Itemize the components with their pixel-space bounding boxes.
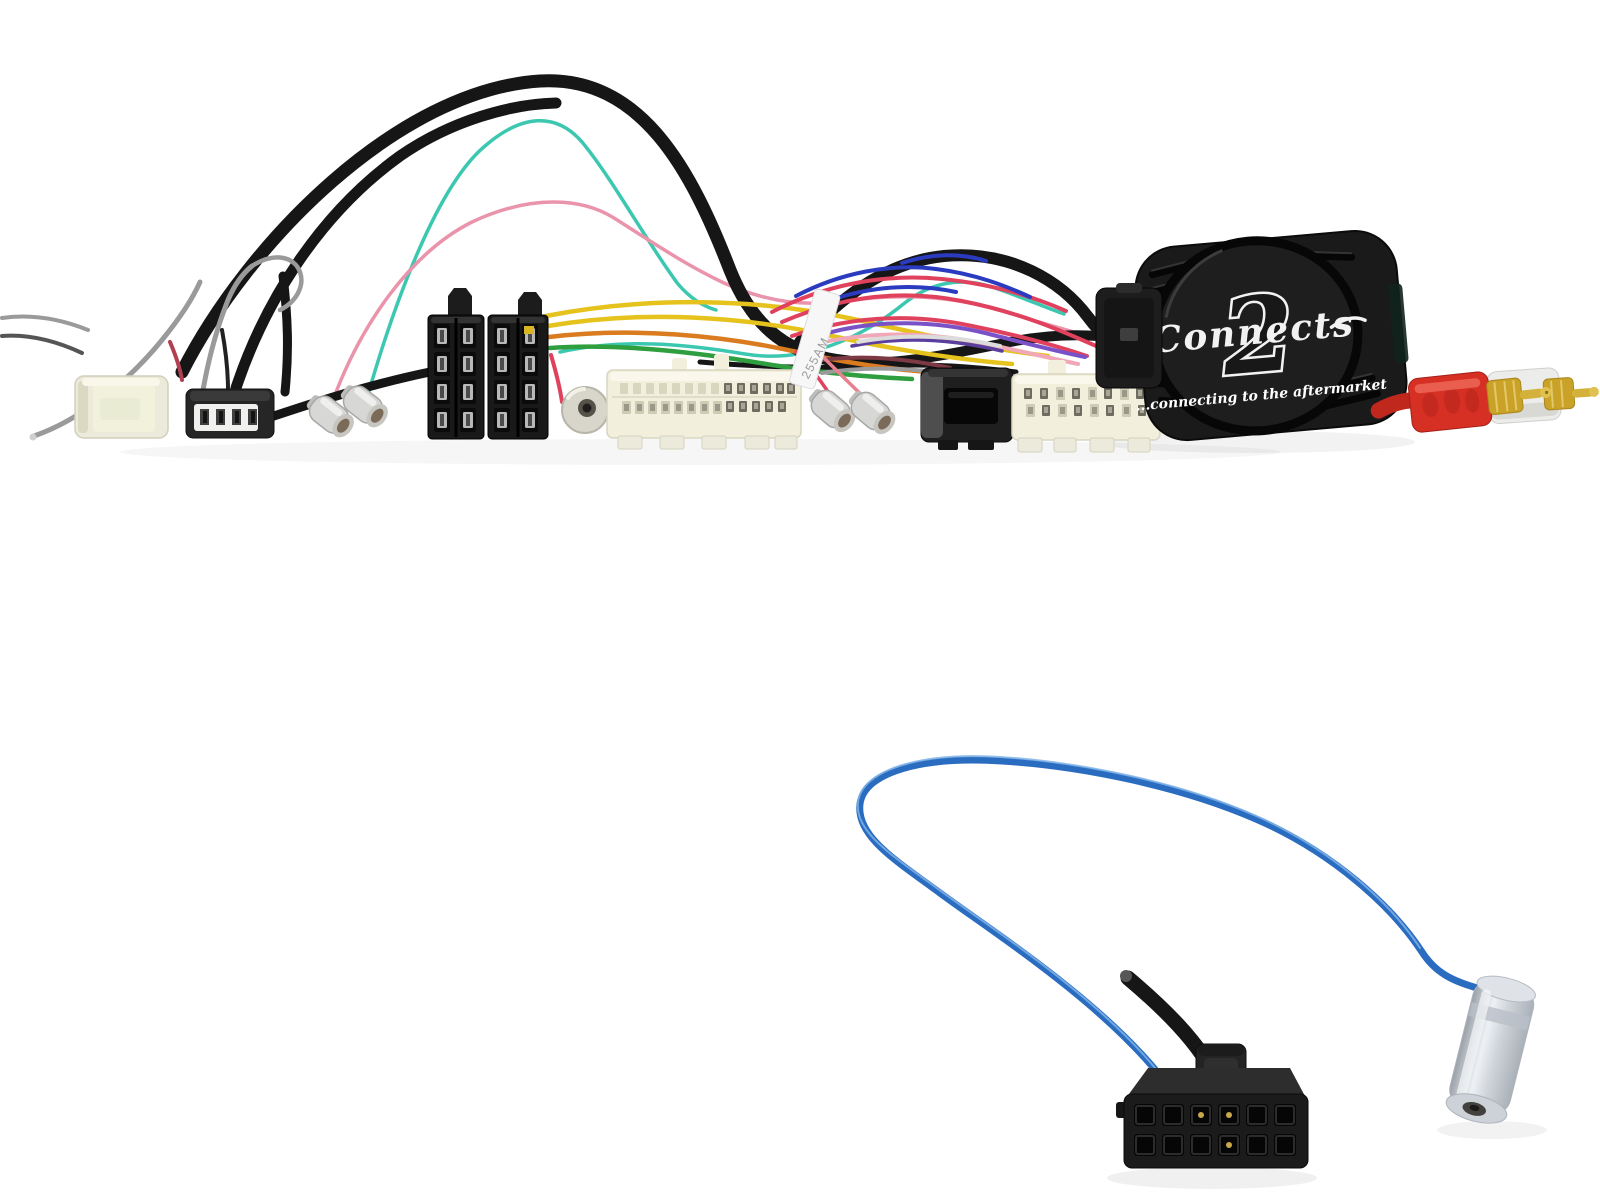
blue-cable-highlight [856,755,1421,1075]
module-plug-latch [1116,283,1142,293]
module-end-connector [1388,283,1409,364]
antenna-adapter-lead [856,755,1547,1189]
wire-dark-edge [0,333,84,355]
bullet-terminals-middle [802,382,902,440]
bullet-terminal [842,384,902,440]
module-oval-highlight [1164,249,1223,318]
rca-white-pin [1571,388,1594,398]
adapter-top-cap [1476,975,1536,1003]
barrel-hole [582,403,592,413]
wire-bundle [0,74,1138,441]
4pin-face [194,404,258,431]
main-harness: 255AM [0,74,1599,453]
rca-red-highlight [1414,378,1481,394]
molex-latch-bar [1198,1044,1244,1056]
wire-gray-tip [29,433,37,441]
sqconn-recess-glint [948,392,994,398]
module-harness-plug [1095,283,1163,389]
rca-white-tip [1588,386,1599,397]
conn20-tab [714,354,729,370]
swc-interface-module: 2 Connects ...connecting to the aftermar… [1134,229,1409,442]
cable-black-parallel [230,97,562,394]
iso1-latch [448,288,472,318]
wire-red-left [168,340,184,382]
cream-connector-highlight [82,378,160,386]
module-plug-marking [1120,328,1138,341]
blue-cable [856,756,1502,1082]
conn20-feet [617,435,798,450]
molex-pin-glint [1226,1112,1232,1118]
wire-blue-3 [900,253,988,265]
conn12-tab [1048,360,1066,376]
conn20-ridge [610,372,798,381]
wire-purple [826,321,1087,359]
molex-pin-glint [1226,1142,1232,1148]
wire-green [547,344,915,382]
wire-gray-loop [249,255,304,313]
black-square-connector [920,367,1014,450]
barrel-highlight [566,387,586,400]
wire-red-by-barrel [549,353,564,404]
wire-gray-pigtail [31,279,203,439]
sqconn-foot [938,440,958,450]
iso2-latch [518,292,542,318]
black-cable-cut-end [1120,970,1132,982]
adapter-shadow [1437,1121,1547,1139]
adapter-socket-pinhole [1469,1104,1480,1112]
sqconn-foot [968,440,994,450]
iso-connector-block-2 [487,292,549,440]
module-brand-swoosh [1329,316,1367,329]
molex-pin-glint [1198,1112,1204,1118]
cable-black-descender [278,271,292,397]
sqconn-left-face [921,372,943,438]
wire-teal-arc [365,119,718,400]
antenna-4pin-connector [185,388,275,439]
wire-blue-1 [794,265,1032,299]
wire-gray-edge [0,314,90,332]
adapter-sheen [1456,989,1492,1099]
conn12-feet [1017,437,1151,453]
din-antenna-adapter [1445,975,1536,1124]
molex-top-face [1126,1068,1306,1098]
cable-black-main-arc [175,74,855,379]
sqconn-bevel [928,369,1008,377]
rca-red-pin [1519,388,1544,400]
wire-white [856,334,1002,348]
4pin-bevel [190,391,270,401]
barrel-connector [561,386,609,434]
harness-label-flag [789,288,841,390]
wire-gray-2 [199,263,255,399]
4pin-pins [200,409,257,425]
cream-connector [74,375,169,439]
module-brand-numeral: 2 [1216,271,1300,400]
cream-connector-mottle [100,398,140,420]
wire-red-3 [790,316,1089,358]
molex-shadow [1107,1167,1317,1189]
wire-maroon [804,355,952,370]
molex-12pin-connector [1116,1043,1309,1169]
wire-black-into-4pin [220,328,230,392]
rca-plug-red [1370,371,1552,433]
wire-purple-dark [850,338,1004,353]
iso2-yellow-glint [524,326,534,334]
vehicle-connector-20pin [606,354,802,450]
cream-connector-shade [78,381,88,433]
iso-connector-block-1 [427,288,485,440]
